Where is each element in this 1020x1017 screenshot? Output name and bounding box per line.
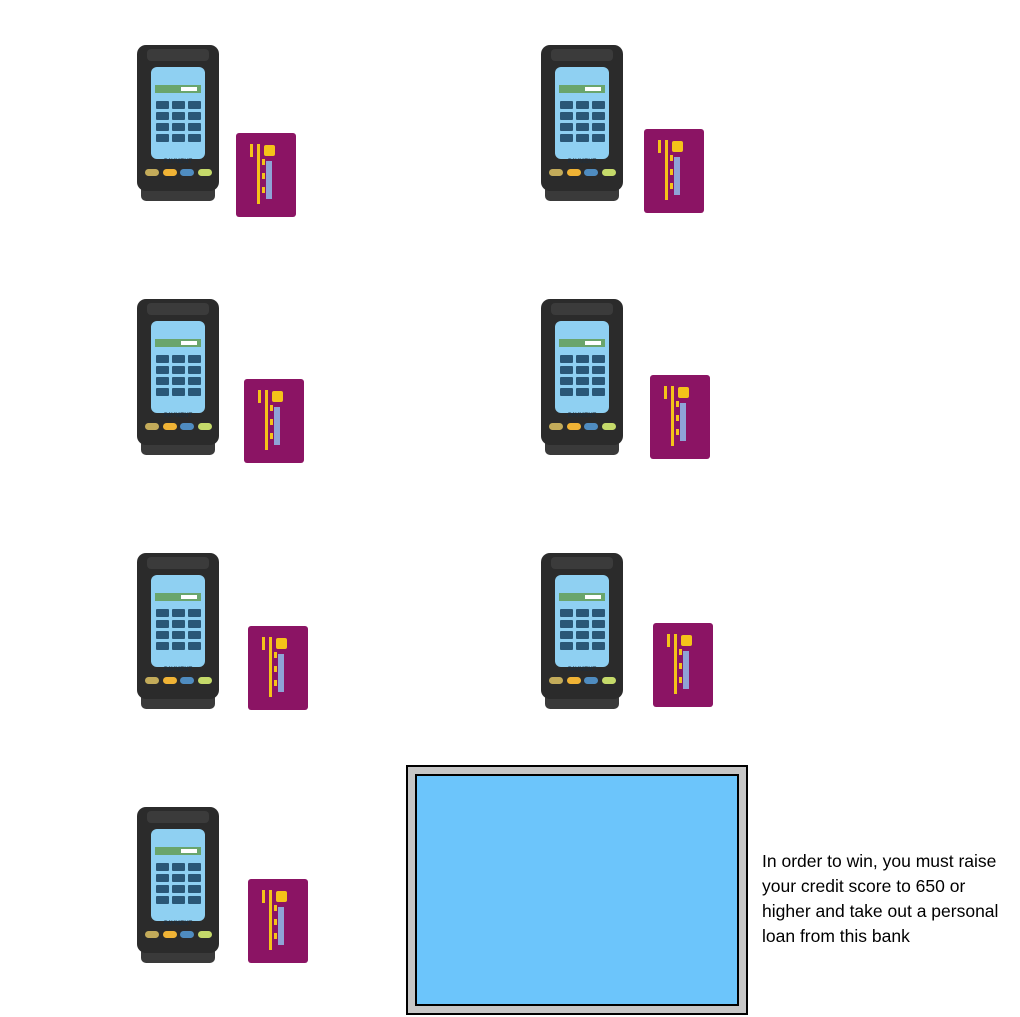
terminal-label: PAYMENT	[164, 921, 193, 927]
credit-card-icon[interactable]	[248, 879, 308, 963]
terminal-label: PAYMENT	[568, 413, 597, 419]
payment-terminal-icon[interactable]: PAYMENT	[137, 45, 219, 201]
win-instructions: In order to win, you must raise your cre…	[762, 851, 999, 946]
credit-card-icon[interactable]	[236, 133, 296, 217]
payment-terminal-icon[interactable]: PAYMENT	[541, 553, 623, 709]
payment-terminal-icon[interactable]: PAYMENT	[137, 299, 219, 455]
terminal-label: PAYMENT	[164, 159, 193, 165]
payment-station-7[interactable]: PAYMENT	[137, 807, 317, 987]
payment-station-5[interactable]: PAYMENT	[137, 553, 317, 733]
credit-card-icon[interactable]	[248, 626, 308, 710]
payment-terminal-icon[interactable]: PAYMENT	[137, 807, 219, 963]
credit-card-icon[interactable]	[244, 379, 304, 463]
terminal-label: PAYMENT	[568, 667, 597, 673]
credit-card-icon[interactable]	[650, 375, 710, 459]
terminal-label: PAYMENT	[164, 413, 193, 419]
credit-card-icon[interactable]	[653, 623, 713, 707]
terminal-label: PAYMENT	[164, 667, 193, 673]
payment-station-2[interactable]: PAYMENT	[541, 45, 721, 225]
terminal-label: PAYMENT	[568, 159, 597, 165]
credit-card-icon[interactable]	[644, 129, 704, 213]
bank-screen[interactable]	[415, 774, 739, 1006]
payment-station-1[interactable]: PAYMENT	[137, 45, 317, 225]
bank-monitor-icon[interactable]	[406, 765, 748, 1015]
payment-terminal-icon[interactable]: PAYMENT	[541, 299, 623, 455]
payment-station-3[interactable]: PAYMENT	[137, 299, 317, 479]
payment-station-6[interactable]: PAYMENT	[541, 553, 721, 733]
payment-station-4[interactable]: PAYMENT	[541, 299, 721, 479]
payment-terminal-icon[interactable]: PAYMENT	[137, 553, 219, 709]
payment-terminal-icon[interactable]: PAYMENT	[541, 45, 623, 201]
